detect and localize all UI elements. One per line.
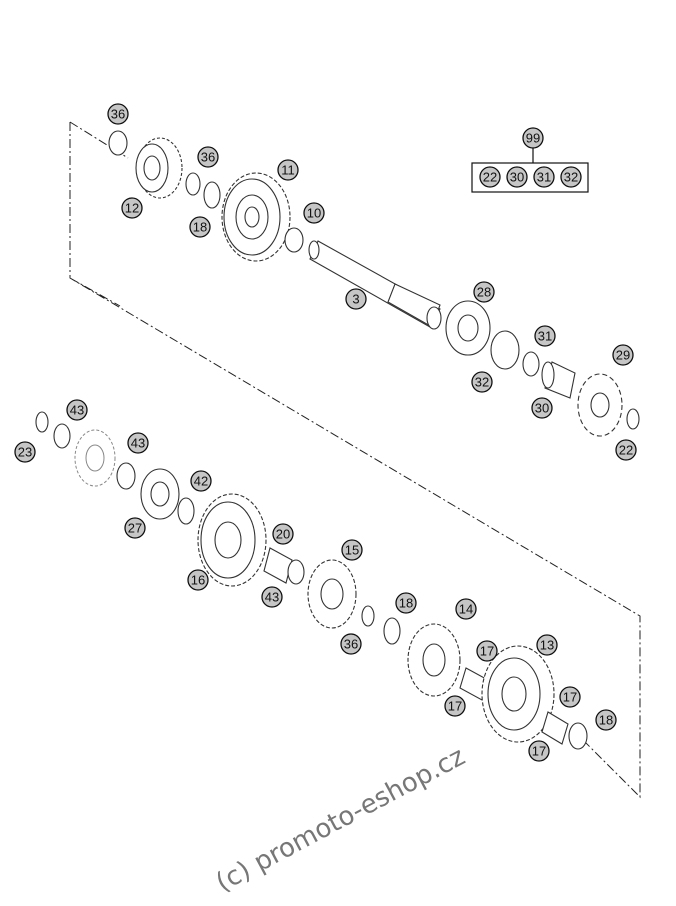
svg-text:10: 10 [307, 206, 321, 221]
callout-11[interactable]: 11 [277, 159, 299, 181]
svg-text:13: 13 [540, 638, 554, 653]
callout-20[interactable]: 20 [272, 523, 294, 545]
svg-text:18: 18 [193, 220, 207, 235]
callout-15[interactable]: 15 [341, 539, 363, 561]
callout-16[interactable]: 16 [187, 569, 209, 591]
callout-3[interactable]: 3 [345, 288, 367, 310]
callout-18-upper[interactable]: 18 [189, 216, 211, 238]
callout-14[interactable]: 14 [455, 598, 477, 620]
svg-text:36: 36 [344, 637, 358, 652]
callout-36-top[interactable]: 36 [107, 103, 129, 125]
svg-text:23: 23 [18, 445, 32, 460]
callout-13[interactable]: 13 [536, 634, 558, 656]
svg-text:31: 31 [538, 329, 552, 344]
svg-text:17: 17 [448, 699, 462, 714]
watermark-text: (c) promoto-eshop.cz [211, 742, 470, 899]
svg-text:3: 3 [352, 292, 359, 307]
callout-36-low[interactable]: 36 [340, 633, 362, 655]
svg-text:11: 11 [281, 163, 295, 178]
svg-text:12: 12 [125, 201, 139, 216]
svg-text:99: 99 [526, 131, 540, 146]
gear-12 [135, 137, 183, 199]
callout-12[interactable]: 12 [121, 197, 143, 219]
svg-text:17: 17 [532, 744, 546, 759]
svg-text:27: 27 [128, 521, 142, 536]
callout-99[interactable]: 99 [522, 127, 544, 149]
gear-15 [307, 559, 357, 629]
callout-23[interactable]: 23 [14, 441, 36, 463]
callout-30[interactable]: 30 [531, 397, 553, 419]
callout-31[interactable]: 31 [534, 325, 556, 347]
gear-11 [221, 172, 291, 262]
svg-text:42: 42 [194, 474, 208, 489]
callout-42[interactable]: 42 [190, 470, 212, 492]
svg-text:31: 31 [537, 170, 551, 185]
svg-text:22: 22 [483, 170, 497, 185]
kit-item-22[interactable]: 22 [479, 166, 501, 188]
callout-27[interactable]: 27 [124, 517, 146, 539]
gear-13 [481, 645, 555, 743]
kit-99: 99 22 30 31 32 [471, 127, 589, 193]
svg-text:18: 18 [399, 596, 413, 611]
svg-text:32: 32 [475, 375, 489, 390]
svg-text:16: 16 [191, 573, 205, 588]
kit-item-32[interactable]: 32 [560, 166, 582, 188]
gear-16 [197, 493, 267, 587]
sprocket-29 [577, 373, 623, 437]
svg-text:29: 29 [616, 348, 630, 363]
svg-text:30: 30 [510, 170, 524, 185]
svg-text:14: 14 [459, 602, 473, 617]
callouts: 36 12 36 18 11 10 3 28 31 32 29 30 22 43… [14, 103, 637, 762]
upper-shaft-parts [108, 130, 640, 437]
lower-shaft-parts [35, 411, 588, 750]
callout-36-upper[interactable]: 36 [197, 146, 219, 168]
svg-text:43: 43 [131, 436, 145, 451]
kit-item-30[interactable]: 30 [506, 166, 528, 188]
callout-32[interactable]: 32 [471, 371, 493, 393]
callout-10[interactable]: 10 [303, 202, 325, 224]
callout-22[interactable]: 22 [615, 439, 637, 461]
callout-43-top[interactable]: 43 [66, 399, 88, 421]
gear-14 [407, 623, 461, 697]
callout-17-a[interactable]: 17 [476, 640, 498, 662]
callout-43-mid[interactable]: 43 [127, 432, 149, 454]
bearing-28 [445, 300, 491, 356]
svg-text:36: 36 [201, 150, 215, 165]
callout-29[interactable]: 29 [612, 344, 634, 366]
kit-item-31[interactable]: 31 [533, 166, 555, 188]
callout-17-d[interactable]: 17 [528, 740, 550, 762]
callout-17-b[interactable]: 17 [444, 695, 466, 717]
svg-text:20: 20 [276, 527, 290, 542]
svg-text:32: 32 [564, 170, 578, 185]
svg-text:43: 43 [70, 403, 84, 418]
svg-text:17: 17 [480, 644, 494, 659]
svg-text:30: 30 [535, 401, 549, 416]
callout-18-mid[interactable]: 18 [395, 592, 417, 614]
svg-text:18: 18 [599, 713, 613, 728]
kit-box [471, 162, 589, 193]
svg-text:15: 15 [345, 543, 359, 558]
callout-28[interactable]: 28 [473, 281, 495, 303]
bearing-27 [140, 468, 180, 520]
svg-text:36: 36 [111, 107, 125, 122]
svg-text:28: 28 [477, 285, 491, 300]
callout-43-low[interactable]: 43 [261, 586, 283, 608]
callout-18-low[interactable]: 18 [595, 709, 617, 731]
svg-text:22: 22 [619, 443, 633, 458]
shaft-3 [308, 240, 442, 330]
svg-text:43: 43 [265, 590, 279, 605]
gear-lower-a [74, 429, 116, 487]
svg-text:17: 17 [563, 690, 577, 705]
callout-17-c[interactable]: 17 [559, 686, 581, 708]
